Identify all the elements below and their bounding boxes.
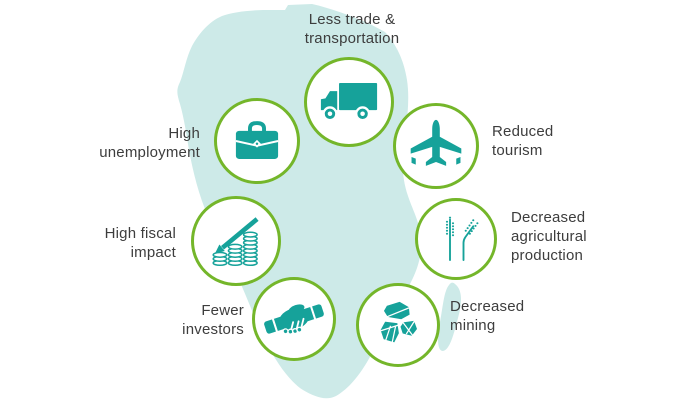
label-reduced-tourism: Reduced tourism — [492, 123, 554, 159]
label-decreased-mining: Decreased mining — [450, 298, 525, 334]
label-high-fiscal-impact: High fiscal impact — [104, 225, 176, 261]
icon-badge-investors — [252, 277, 336, 361]
icon-badge-fiscal — [191, 196, 281, 286]
handshake-icon — [263, 297, 325, 341]
airplane-icon — [409, 119, 463, 173]
icon-badge-trade — [304, 57, 394, 147]
label-decreased-agricultural-production: Decreased agricultural production — [511, 209, 587, 264]
icon-badge-unemployment — [214, 98, 300, 184]
icon-badge-tourism — [393, 103, 479, 189]
label-fewer-investors: Fewer investors — [182, 302, 244, 338]
minerals-icon — [374, 299, 422, 351]
declining-coins-icon — [209, 214, 263, 268]
icon-badge-agriculture — [415, 198, 497, 280]
label-high-unemployment: High unemployment — [99, 125, 200, 161]
briefcase-icon — [232, 119, 282, 163]
icon-badge-mining — [356, 283, 440, 367]
truck-icon — [320, 81, 378, 123]
wheat-icon — [432, 215, 480, 263]
label-less-trade: Less trade & transportation — [304, 11, 400, 47]
madagascar-island — [438, 282, 462, 351]
